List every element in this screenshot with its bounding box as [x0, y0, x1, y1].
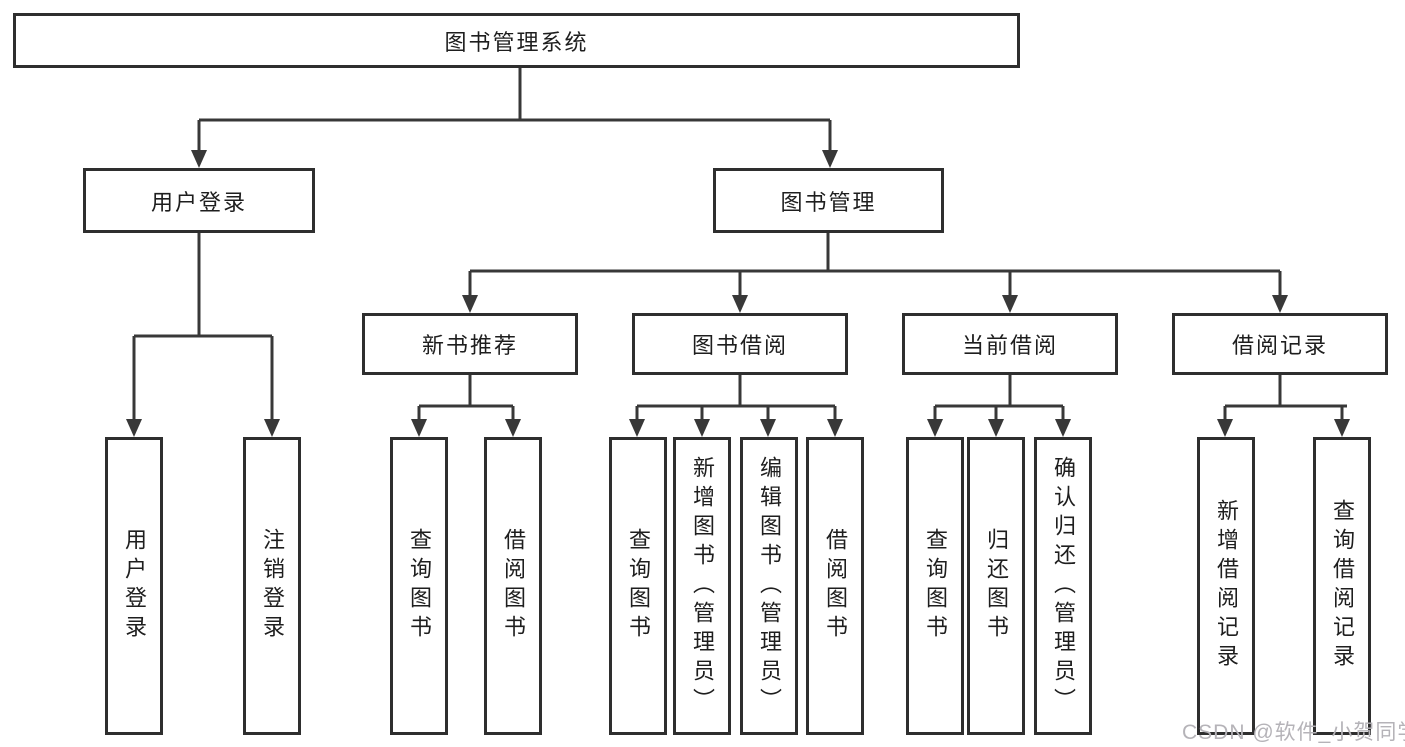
leaf-add-borrow-record: 新增借阅记录: [1197, 437, 1255, 735]
leaf-query-borrow-record-label: 查询借阅记录: [1330, 499, 1355, 673]
node-user-login: 用户登录: [83, 168, 315, 233]
leaf-query-books-current-label: 查询图书: [923, 528, 948, 644]
leaf-borrow-books-recommend-label: 借阅图书: [501, 528, 526, 644]
node-new-book-recommendation-label: 新书推荐: [421, 333, 518, 358]
leaf-confirm-return-admin: 确认归还（管理员）: [1034, 437, 1092, 735]
leaf-query-books-recommend-label: 查询图书: [407, 528, 432, 644]
leaf-logout-label: 注销登录: [260, 528, 285, 644]
leaf-query-books-recommend: 查询图书: [390, 437, 448, 735]
leaf-borrow-books-recommend: 借阅图书: [484, 437, 542, 735]
node-book-borrowing-label: 图书借阅: [691, 333, 788, 358]
connector-current-borrowing-children: [927, 375, 1071, 437]
leaf-edit-books-admin-label: 编辑图书（管理员）: [757, 455, 782, 717]
leaf-logout: 注销登录: [243, 437, 301, 735]
leaf-return-books-label: 归还图书: [984, 528, 1009, 644]
node-current-borrowing-label: 当前借阅: [961, 333, 1058, 358]
leaf-user-login: 用户登录: [105, 437, 163, 735]
node-new-book-recommendation: 新书推荐: [362, 313, 578, 375]
leaf-return-books: 归还图书: [967, 437, 1025, 735]
node-root: 图书管理系统: [13, 13, 1020, 68]
connector-book-management-children: [462, 233, 1288, 313]
leaf-borrow-books-borrowing-label: 借阅图书: [823, 528, 848, 644]
leaf-add-books-admin: 新增图书（管理员）: [673, 437, 731, 735]
connector-book-borrowing-children: [629, 375, 843, 437]
csdn-watermark: CSDN @软件_小贺同学: [1182, 721, 1405, 744]
connector-user-login-children: [126, 233, 280, 437]
node-user-login-label: 用户登录: [150, 189, 247, 215]
leaf-query-books-current: 查询图书: [906, 437, 964, 735]
connector-borrowing-records-children: [1217, 375, 1350, 437]
leaf-edit-books-admin: 编辑图书（管理员）: [740, 437, 798, 735]
leaf-borrow-books-borrowing: 借阅图书: [806, 437, 864, 735]
leaf-user-login-label: 用户登录: [122, 528, 147, 644]
connector-root-to-level2: [191, 68, 838, 168]
node-book-borrowing: 图书借阅: [632, 313, 848, 375]
leaf-query-books-borrowing: 查询图书: [609, 437, 667, 735]
leaf-add-borrow-record-label: 新增借阅记录: [1214, 499, 1239, 673]
node-current-borrowing: 当前借阅: [902, 313, 1118, 375]
node-book-management-label: 图书管理: [780, 189, 877, 215]
leaf-query-borrow-record: 查询借阅记录: [1313, 437, 1371, 735]
node-root-label: 图书管理系统: [444, 29, 589, 55]
node-borrowing-records-label: 借阅记录: [1231, 333, 1328, 358]
connector-new-book-recommendation-children: [411, 375, 521, 437]
leaf-add-books-admin-label: 新增图书（管理员）: [690, 455, 715, 717]
leaf-confirm-return-admin-label: 确认归还（管理员）: [1051, 455, 1076, 717]
leaf-query-books-borrowing-label: 查询图书: [626, 528, 651, 644]
node-book-management: 图书管理: [713, 168, 944, 233]
node-borrowing-records: 借阅记录: [1172, 313, 1388, 375]
